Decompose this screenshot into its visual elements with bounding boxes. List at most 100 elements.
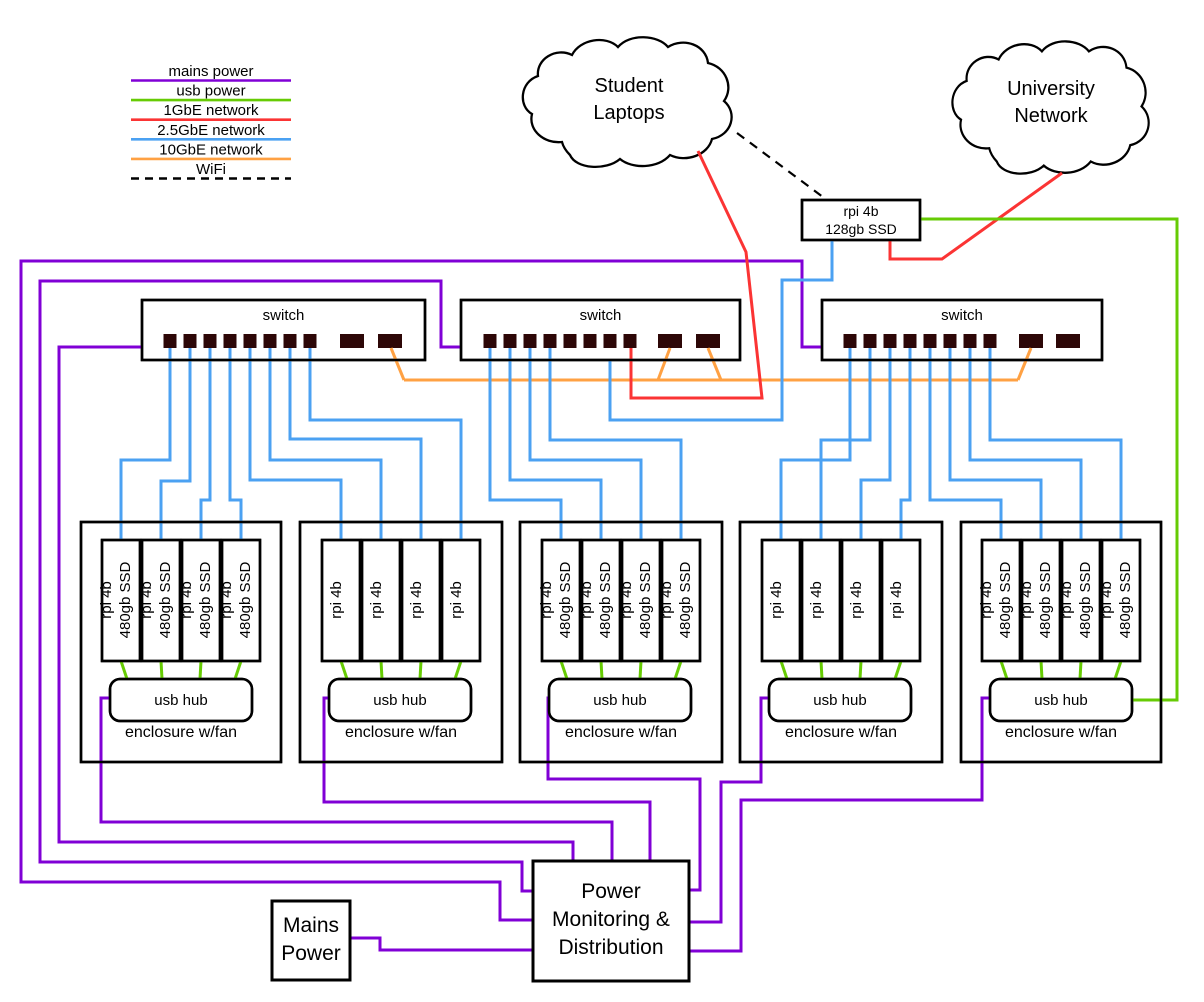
wire-2_5gbe-switch3-port5 (928, 348, 1003, 541)
border-restroke (270, 899, 352, 982)
wire-usb-power-enc2-card4 (453, 660, 463, 680)
card-label-ssd: 480gb SSD (1077, 561, 1094, 638)
enclosure-label: enclosure w/fan (1005, 724, 1117, 741)
border-restroke (79, 520, 283, 764)
card-label-ssd: 480gb SSD (677, 561, 694, 638)
border-restroke (660, 538, 702, 663)
card-label-rpi: rpi 4b (1058, 581, 1075, 619)
switch-3-port-7 (963, 334, 977, 348)
wire-usb-power-enc2-card3 (418, 660, 423, 680)
border-restroke (820, 298, 1104, 362)
switch-1-port-1 (163, 334, 177, 348)
enclosure-label: enclosure w/fan (565, 724, 677, 741)
card-label-rpi: rpi 4b (658, 581, 675, 619)
border-restroke (140, 538, 182, 663)
wire-2_5gbe-router-switch2 (608, 240, 834, 422)
card-label-ssd: 480gb SSD (237, 561, 254, 638)
wire-usb-power-enc4-card2 (819, 660, 824, 680)
card-label-rpi: rpi 4b (218, 581, 235, 619)
switch-1-label: switch (263, 307, 305, 324)
wire-mains-enclosure4 (689, 696, 769, 924)
border-restroke (738, 520, 944, 764)
wire-2_5gbe-switch3-port4 (899, 348, 912, 541)
switch-2-port-1 (483, 334, 497, 348)
border-restroke (800, 538, 842, 663)
border-restroke (327, 677, 473, 723)
legend-label-usb-power: usb power (176, 83, 245, 100)
wire-2_5gbe-switch3-port2 (819, 348, 872, 541)
switch-2-port-5 (563, 334, 577, 348)
card-label-rpi: rpi 4b (768, 581, 785, 619)
card-label-rpi: rpi 4b (368, 581, 385, 619)
card-label-ssd: 480gb SSD (597, 561, 614, 638)
card-label-rpi: rpi 4b (578, 581, 595, 619)
wire-wifi-student-laptops-router (736, 132, 828, 201)
wire-mains-enclosure2 (322, 696, 652, 861)
border-restroke (100, 538, 142, 663)
wire-mains-enclosure5 (689, 696, 990, 953)
enclosure-label: enclosure w/fan (125, 724, 237, 741)
border-restroke (959, 520, 1163, 764)
border-restroke (980, 538, 1022, 663)
border-restroke (459, 298, 742, 362)
switch-2-port-6 (583, 334, 597, 348)
wire-10gbe-switch2a (656, 347, 672, 381)
enclosure-3-card-1 (540, 538, 582, 663)
switch-3-uplink-port-1 (1019, 334, 1043, 348)
wire-usb-power-enc4-card4 (893, 660, 903, 680)
usb-hub-label: usb hub (373, 692, 426, 709)
wire-2_5gbe-switch2-port3 (528, 348, 643, 541)
card-label-rpi: rpi 4b (1018, 581, 1035, 619)
card-label-ssd: 480gb SSD (1117, 561, 1134, 638)
switch-1-port-7 (283, 334, 297, 348)
wire-usb-power-enc1-card1 (119, 660, 129, 680)
power-box-label-line3: Distribution (558, 936, 663, 959)
wire-2_5gbe-switch2-port4 (548, 348, 683, 541)
switch-2-port-4 (543, 334, 557, 348)
card-label-rpi: rpi 4b (888, 581, 905, 619)
mains-power-box (270, 899, 352, 982)
legend-label-1gbe-network: 1GbE network (163, 102, 259, 119)
border-restroke (440, 538, 482, 663)
wire-2_5gbe-switch1-port2 (159, 348, 192, 541)
wire-usb-power-enc3-card1 (559, 660, 569, 680)
wire-usb-power-router-enc5-hub (920, 217, 1179, 702)
wire-usb-power-enc5-card4 (1113, 660, 1123, 680)
card-label-rpi: rpi 4b (978, 581, 995, 619)
wire-usb-power-enc5-card1 (999, 660, 1009, 680)
enclosure-label: enclosure w/fan (785, 724, 897, 741)
usb-hub-label: usb hub (593, 692, 646, 709)
wire-mains-switch3 (19, 259, 822, 922)
card-label-ssd: 480gb SSD (1037, 561, 1054, 638)
wire-usb-power-enc3-card4 (673, 660, 683, 680)
wire-2_5gbe-switch1-port5 (248, 348, 343, 541)
border-restroke (988, 677, 1134, 723)
border-restroke (840, 538, 882, 663)
switch-1-port-2 (183, 334, 197, 348)
usb-hub-label: usb hub (813, 692, 866, 709)
card-label-ssd: 480gb SSD (997, 561, 1014, 638)
power-box-label-line2: Monitoring & (552, 908, 670, 931)
card-label-rpi: rpi 4b (138, 581, 155, 619)
enclosure-label: enclosure w/fan (345, 724, 457, 741)
wire-10gbe-switch2b (706, 347, 723, 381)
switch-1-port-4 (223, 334, 237, 348)
legend-label-10gbe-network: 10GbE network (159, 141, 263, 158)
wire-2_5gbe-switch2-port2 (508, 348, 603, 541)
switch-3-port-8 (983, 334, 997, 348)
border-restroke (220, 538, 262, 663)
card-label-rpi: rpi 4b (848, 581, 865, 619)
wire-1gbe-switch2-student-laptops (629, 150, 764, 400)
switch-2-label: switch (580, 307, 622, 324)
wire-usb-power-enc2-card2 (379, 660, 384, 680)
usb-hub-label: usb hub (1034, 692, 1087, 709)
legend-label-2-5gbe-network: 2.5GbE network (157, 122, 265, 139)
border-restroke (540, 538, 582, 663)
card-label-rpi: rpi 4b (538, 581, 555, 619)
switch-3-port-1 (843, 334, 857, 348)
switch-2-uplink-port-1 (658, 334, 682, 348)
card-label-ssd: 480gb SSD (637, 561, 654, 638)
switch-1-port-6 (263, 334, 277, 348)
wire-mains-source (350, 936, 533, 952)
